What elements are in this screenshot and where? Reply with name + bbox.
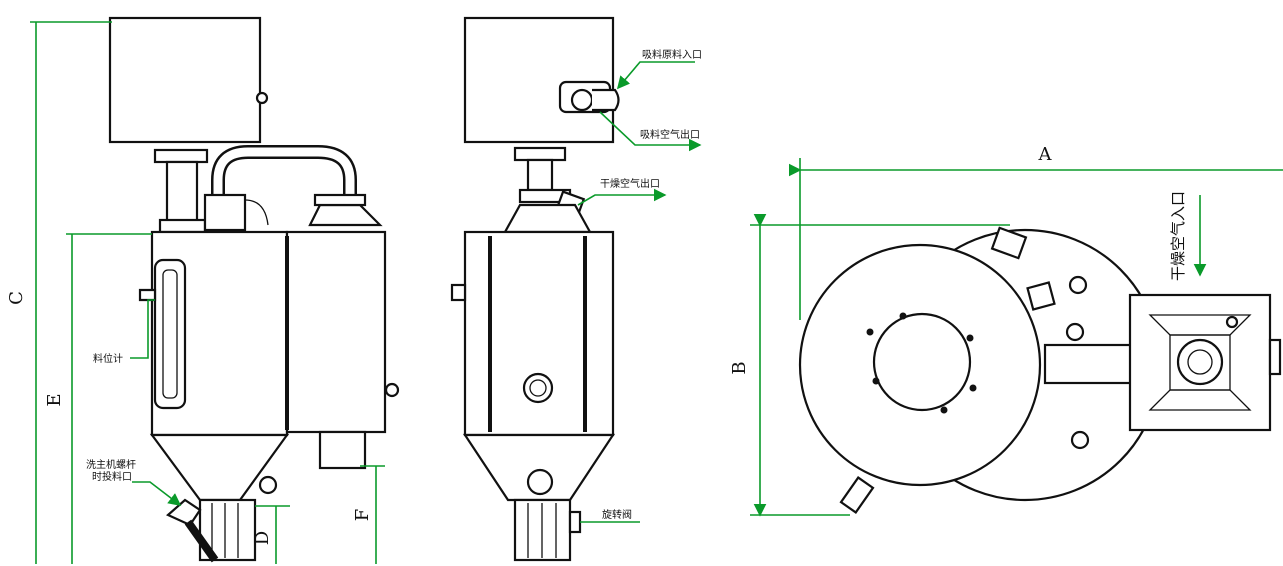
top-view — [798, 226, 1282, 514]
sight-glass — [522, 372, 554, 404]
label-suction-inlet: 吸料原料入口 — [642, 48, 702, 61]
label-rotary-valve: 旋转阀 — [602, 508, 632, 521]
top-dimensions: A B 干燥空气入口 — [729, 144, 1283, 517]
front-view — [108, 16, 400, 563]
top-hopper-opening — [872, 312, 972, 412]
label-clean-port-2: 时投料口 — [92, 470, 132, 483]
dim-c-label: C — [6, 291, 27, 305]
heater-box — [285, 230, 387, 434]
side-view — [450, 16, 620, 562]
dim-a-label: A — [1038, 144, 1053, 165]
loader-knob — [255, 91, 269, 105]
suction-air-leader — [599, 111, 702, 152]
dim-d-label: D — [252, 531, 273, 545]
label-clean-port-1: 洗主机螺杆 — [86, 458, 136, 471]
dim-e-label: E — [44, 393, 65, 406]
clean-port-leader — [132, 481, 182, 506]
side-loader-box — [463, 16, 615, 144]
side-labels: 吸料原料入口 吸料空气出口 干燥空气出口 旋转阀 — [577, 48, 702, 523]
front-dimensions: C E D F 料位计 洗主机螺杆 时投料口 — [6, 21, 385, 564]
label-dry-air-outlet: 干燥空气出口 — [600, 177, 660, 190]
label-dry-air-inlet: 干燥空气入口 — [1169, 191, 1187, 281]
side-body — [463, 230, 615, 437]
clean-port — [165, 498, 202, 527]
dim-f-label: F — [352, 509, 373, 522]
dim-b-label: B — [729, 361, 750, 374]
level-gauge — [153, 258, 187, 410]
level-gauge-leader — [130, 299, 155, 359]
top-duct — [1043, 343, 1137, 385]
loader-box — [108, 16, 262, 144]
suction-inlet-leader — [616, 61, 695, 90]
label-level-gauge: 料位计 — [93, 352, 123, 365]
dry-air-outlet-leader — [577, 188, 667, 206]
label-suction-air-outlet: 吸料空气出口 — [640, 128, 700, 141]
